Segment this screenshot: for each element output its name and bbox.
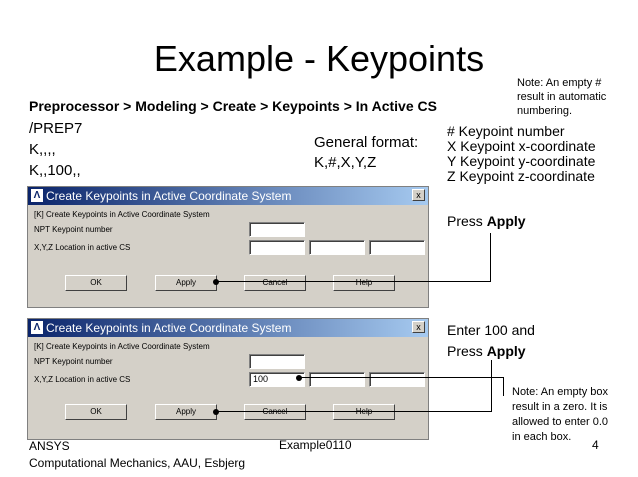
footer-course: Computational Mechanics, AAU, Esbjerg — [29, 456, 246, 470]
command-line: K,,100,, — [29, 162, 81, 179]
npt-input[interactable] — [249, 354, 305, 369]
note-line: in each box. — [512, 431, 572, 443]
ansys-logo-icon: Λ — [31, 189, 43, 202]
note-line: allowed to enter 0.0 — [512, 416, 609, 428]
instruction-press-apply-2: Press Apply — [447, 341, 535, 362]
footer-example-id: Example0110 — [279, 438, 352, 452]
instruction-text: Press — [447, 343, 487, 359]
apply-emphasis: Apply — [486, 213, 526, 229]
x-input[interactable]: 100 — [249, 372, 305, 387]
command-list: /PREP7 K,,,, K,,100,, — [29, 118, 82, 181]
field-legend: # Keypoint number X Keypoint x-coordinat… — [447, 124, 596, 184]
general-format-syntax: K,#,X,Y,Z — [314, 154, 377, 171]
note-empty-box: Note: An empty box result in a zero. It … — [512, 385, 608, 445]
ok-button[interactable]: OK — [65, 275, 127, 291]
instruction-text: Enter 100 and — [447, 322, 535, 338]
connector-line — [491, 360, 492, 412]
page-number: 4 — [592, 438, 599, 452]
close-button[interactable]: x — [412, 321, 425, 333]
connector-line — [299, 377, 504, 378]
dialog-titlebar[interactable]: Λ Create Keypoints in Active Coordinate … — [28, 187, 428, 205]
apply-button[interactable]: Apply — [155, 404, 217, 420]
note-line: Note: An empty # — [517, 77, 602, 89]
connector-line — [216, 281, 491, 282]
legend-item: Z Keypoint z-coordinate — [447, 168, 595, 184]
command-line: /PREP7 — [29, 120, 83, 137]
create-keypoints-dialog-2: Λ Create Keypoints in Active Coordinate … — [27, 318, 429, 440]
connector-dot — [296, 375, 302, 381]
cancel-button[interactable]: Cancel — [244, 275, 306, 291]
xyz-label: X,Y,Z Location in active CS — [34, 375, 131, 384]
xyz-label: X,Y,Z Location in active CS — [34, 243, 131, 252]
note-empty-number: Note: An empty # result in automatic num… — [517, 76, 606, 118]
general-format-label: General format: — [314, 134, 419, 151]
footer-left: ANSYS Computational Mechanics, AAU, Esbj… — [29, 438, 245, 472]
command-line: K,,,, — [29, 141, 56, 158]
legend-item: X Keypoint x-coordinate — [447, 138, 596, 154]
menu-path: Preprocessor > Modeling > Create > Keypo… — [29, 98, 437, 114]
apply-emphasis: Apply — [486, 343, 526, 359]
z-input[interactable] — [369, 372, 425, 387]
connector-dot — [213, 409, 219, 415]
connector-line — [490, 233, 491, 282]
slide-title: Example - Keypoints — [153, 38, 485, 79]
note-line: numbering. — [517, 105, 573, 117]
dialog-titlebar[interactable]: Λ Create Keypoints in Active Coordinate … — [28, 319, 428, 337]
cancel-button[interactable]: Cancel — [244, 404, 306, 420]
instruction-press-apply: Press Apply — [447, 213, 526, 229]
dialog-header-label: [K] Create Keypoints in Active Coordinat… — [34, 342, 210, 351]
connector-line — [216, 411, 492, 412]
note-line: Note: An empty box — [512, 386, 608, 398]
instruction-enter-100: Enter 100 and Press Apply — [447, 320, 535, 362]
help-button[interactable]: Help — [333, 275, 395, 291]
general-format: General format: K,#,X,Y,Z — [314, 133, 418, 173]
npt-label: NPT Keypoint number — [34, 357, 113, 366]
apply-button[interactable]: Apply — [155, 275, 217, 291]
y-input[interactable] — [309, 372, 365, 387]
legend-item: # Keypoint number — [447, 123, 565, 139]
x-input[interactable] — [249, 240, 305, 255]
y-input[interactable] — [309, 240, 365, 255]
connector-line — [503, 377, 504, 396]
npt-label: NPT Keypoint number — [34, 225, 113, 234]
dialog-title: Create Keypoints in Active Coordinate Sy… — [46, 189, 292, 203]
create-keypoints-dialog-1: Λ Create Keypoints in Active Coordinate … — [27, 186, 429, 308]
ok-button[interactable]: OK — [65, 404, 127, 420]
legend-item: Y Keypoint y-coordinate — [447, 153, 596, 169]
note-line: result in a zero. It is — [512, 401, 608, 413]
z-input[interactable] — [369, 240, 425, 255]
help-button[interactable]: Help — [333, 404, 395, 420]
dialog-header-label: [K] Create Keypoints in Active Coordinat… — [34, 210, 210, 219]
note-line: result in automatic — [517, 91, 607, 103]
footer-software: ANSYS — [29, 439, 70, 453]
close-button[interactable]: x — [412, 189, 425, 201]
dialog-title: Create Keypoints in Active Coordinate Sy… — [46, 321, 292, 335]
instruction-text: Press — [447, 213, 487, 229]
npt-input[interactable] — [249, 222, 305, 237]
ansys-logo-icon: Λ — [31, 321, 43, 334]
connector-dot — [213, 279, 219, 285]
